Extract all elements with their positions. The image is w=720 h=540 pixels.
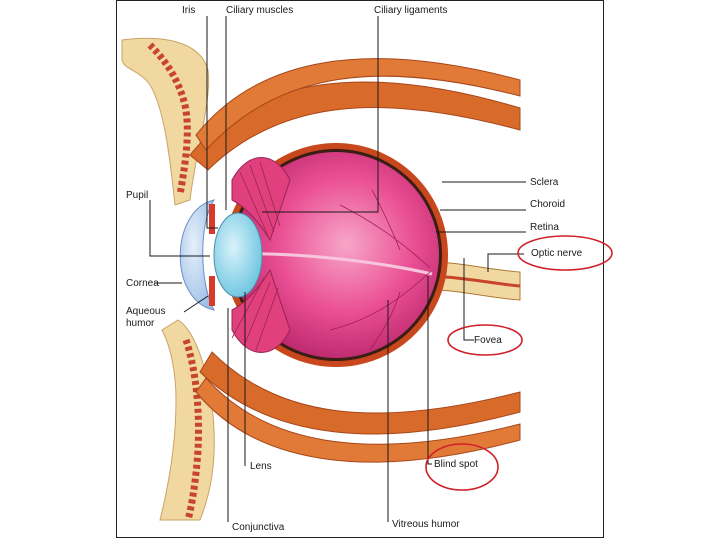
label-cornea: Cornea bbox=[126, 278, 159, 289]
label-ciliary-muscles: Ciliary muscles bbox=[226, 5, 293, 16]
label-optic-nerve: Optic nerve bbox=[531, 248, 583, 259]
label-iris: Iris bbox=[182, 5, 195, 16]
label-ciliary-ligaments: Ciliary ligaments bbox=[374, 5, 447, 16]
label-choroid: Choroid bbox=[530, 199, 565, 210]
label-fovea: Fovea bbox=[474, 335, 502, 346]
iris-shape-top bbox=[209, 204, 215, 234]
label-retina: Retina bbox=[530, 222, 559, 233]
label-lens: Lens bbox=[250, 461, 272, 472]
label-vitreous-humor: Vitreous humor bbox=[392, 519, 460, 530]
label-blind-spot: Blind spot bbox=[434, 459, 478, 470]
label-pupil: Pupil bbox=[126, 190, 148, 201]
label-sclera: Sclera bbox=[530, 177, 559, 188]
iris-shape-bottom bbox=[209, 276, 215, 306]
cornea-shape bbox=[180, 200, 214, 310]
label-aqueous-humor-line2: humor bbox=[126, 318, 155, 329]
upper-orbit-bone bbox=[122, 38, 209, 205]
label-conjunctiva: Conjunctiva bbox=[232, 522, 285, 533]
lower-orbit-bone bbox=[160, 320, 214, 520]
label-aqueous-humor-line1: Aqueous bbox=[126, 306, 165, 317]
lens-shape bbox=[214, 213, 262, 297]
